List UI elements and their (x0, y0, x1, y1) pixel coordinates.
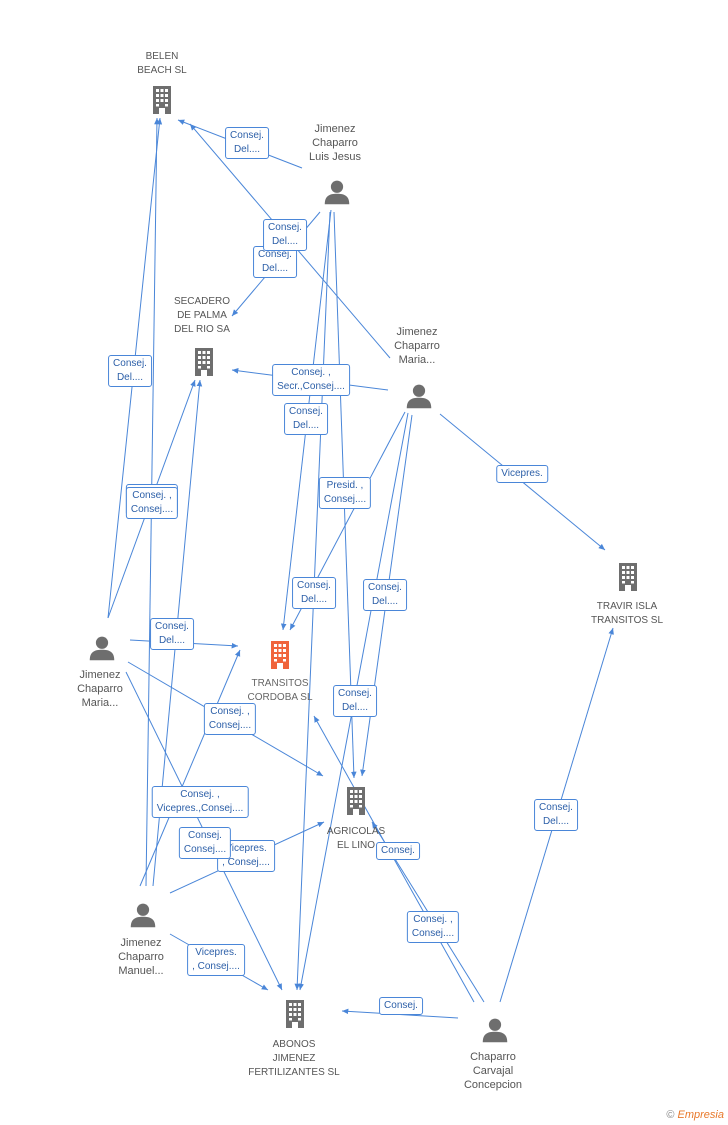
edge-label-p_maria1-to-belen[interactable]: Consej. Del.... (108, 355, 152, 387)
edge-label-p_luis-to-tcordoba[interactable]: Consej. Del.... (292, 577, 336, 609)
edge-label-p_concepcion-to-tcordoba[interactable]: Consej. , Consej.... (406, 911, 460, 943)
nodes-layer (89, 86, 637, 1043)
node-label-p_manuel[interactable]: Jimenez Chaparro Manuel... (118, 937, 164, 977)
edge-label-p_concepcion-to-agricolas[interactable]: Consej. (376, 842, 420, 860)
edge-label-p_concepcion-to-travir[interactable]: Consej. Del.... (534, 799, 578, 831)
node-label-travir[interactable]: TRAVIR ISLA TRANSITOS SL (590, 601, 664, 626)
building-icon-tcordoba[interactable] (271, 641, 289, 669)
copyright: © Empresia (666, 1109, 724, 1121)
person-icon-p_concepcion[interactable] (482, 1018, 508, 1043)
person-icon-p_luis[interactable] (324, 180, 350, 205)
edge-label-p_manuel-to-tcordoba[interactable]: Consej. Consej.... (178, 827, 232, 859)
brand-logo[interactable]: Empresia (677, 1109, 724, 1121)
edge-label-p_concepcion-to-abonos[interactable]: Consej. (379, 997, 423, 1015)
building-icon-secadero[interactable] (195, 348, 213, 376)
edge-label-p_maria1-to-travir[interactable]: Vicepres. (496, 465, 548, 483)
node-label-agricolas[interactable]: AGRICOLAS EL LINO (326, 826, 386, 851)
edge-label-p_luis-to-belen[interactable]: Consej. Del.... (225, 127, 269, 159)
edge-label-p_maria1-to-abonos[interactable]: Consej. Del.... (284, 403, 328, 435)
edge-label-p_maria2-to-agricolas[interactable]: Consej. , Consej.... (203, 703, 257, 735)
building-icon-abonos[interactable] (286, 1000, 304, 1028)
edge-label-p_maria2-to-tcordoba[interactable]: Consej. Del.... (150, 618, 194, 650)
node-label-p_luis[interactable]: Jimenez Chaparro Luis Jesus (309, 123, 361, 163)
building-icon-agricolas[interactable] (347, 787, 365, 815)
edge-label-p_maria2-to-secadero[interactable]: Consej. , Consej.... (125, 487, 179, 519)
node-label-abonos[interactable]: ABONOS JIMENEZ FERTILIZANTES SL (248, 1039, 340, 1078)
edge-label-p_luis-to-abonos[interactable]: Consej. Del.... (263, 219, 307, 251)
building-icon-travir[interactable] (619, 563, 637, 591)
edge-label-p_luis-to-agricolas[interactable]: Consej. Del.... (333, 685, 377, 717)
edge-label-p_manuel-to-abonos[interactable]: Vicepres. , Consej.... (187, 944, 245, 976)
edge-label-p_maria1-to-tcordoba[interactable]: Presid. , Consej.... (318, 477, 372, 509)
node-label-p_concepcion[interactable]: Chaparro Carvajal Concepcion (463, 1051, 523, 1091)
person-icon-p_maria1[interactable] (406, 384, 432, 409)
edges-layer (107, 117, 614, 1019)
copyright-symbol: © (666, 1109, 675, 1121)
node-label-belen[interactable]: BELEN BEACH SL (137, 51, 187, 76)
node-label-p_maria2[interactable]: Jimenez Chaparro Maria... (77, 669, 123, 709)
person-icon-p_manuel[interactable] (130, 903, 156, 928)
edge-p_manuel-to-tcordoba (139, 649, 241, 887)
building-icon-belen[interactable] (153, 86, 171, 114)
person-icon-p_maria2[interactable] (89, 636, 115, 661)
node-label-secadero[interactable]: SECADERO DE PALMA DEL RIO SA (173, 296, 231, 335)
edge-label-p_luis-to-secadero[interactable]: Consej. Del.... (253, 246, 297, 278)
node-label-tcordoba[interactable]: TRANSITOS CORDOBA SL (247, 678, 313, 703)
edge-label-p_maria1-to-secadero[interactable]: Consej. , Secr.,Consej.... (272, 364, 350, 396)
node-label-p_maria1[interactable]: Jimenez Chaparro Maria... (394, 326, 440, 366)
edge-label-p_maria2-to-abonos[interactable]: Consej. , Vicepres.,Consej.... (151, 786, 249, 818)
edge-label-p_maria1-to-agricolas[interactable]: Consej. Del.... (363, 579, 407, 611)
